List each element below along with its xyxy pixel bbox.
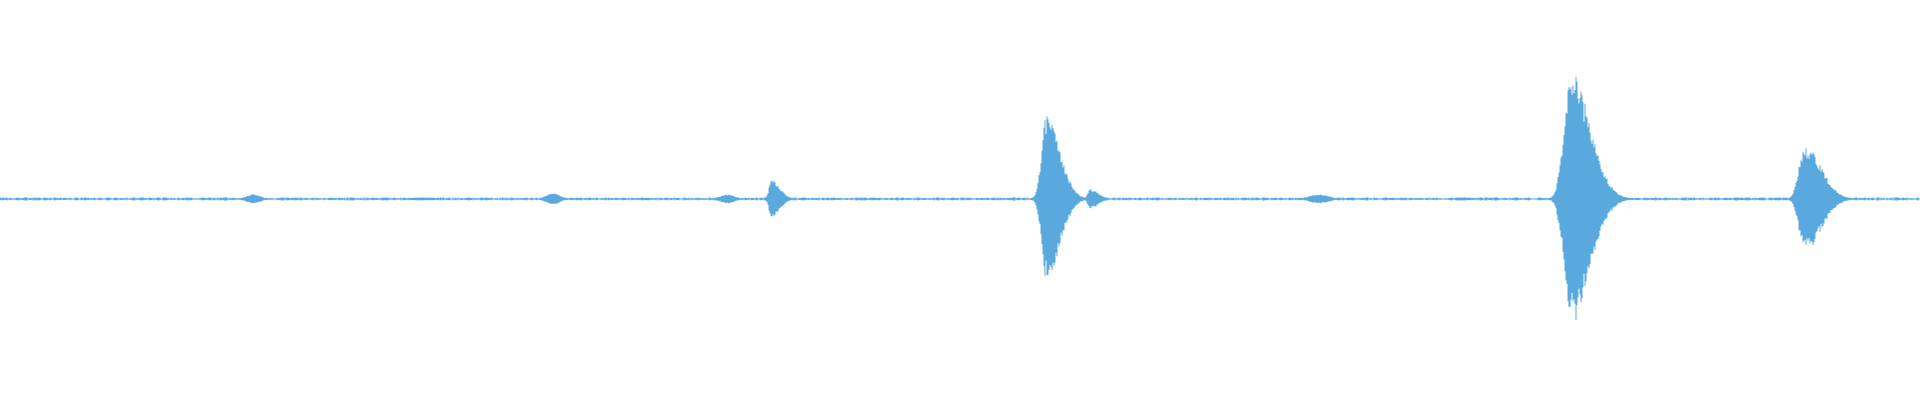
- waveform-trace: [0, 76, 1920, 320]
